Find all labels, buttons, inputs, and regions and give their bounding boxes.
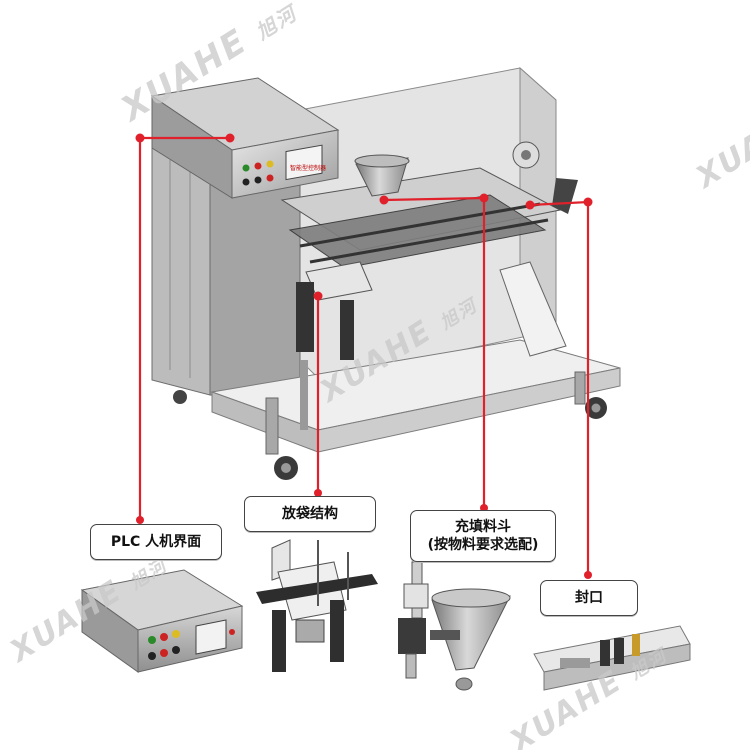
label-filler-line2: (按物料要求选配) (427, 537, 539, 553)
main-machine: 智能型控制器 (150, 66, 621, 480)
label-seal: 封口 (540, 580, 638, 616)
bag-structure-illustration (256, 539, 378, 672)
label-plc: PLC 人机界面 (90, 524, 222, 560)
control-screen-text: 智能型控制器 (290, 164, 326, 172)
plc-controller-illustration (80, 569, 244, 673)
sealing-unit-illustration (533, 625, 691, 691)
control-box-top: 智能型控制器 (150, 77, 340, 199)
label-bag-structure: 放袋结构 (244, 496, 376, 532)
label-filling-hopper: 充填料斗 (按物料要求选配) (410, 510, 556, 562)
label-seal-text: 封口 (575, 590, 603, 606)
filling-hopper-illustration (398, 561, 511, 691)
label-plc-text: PLC 人机界面 (110, 534, 202, 550)
label-bag-text: 放袋结构 (282, 506, 338, 522)
label-filler-line1: 充填料斗 (455, 519, 511, 535)
